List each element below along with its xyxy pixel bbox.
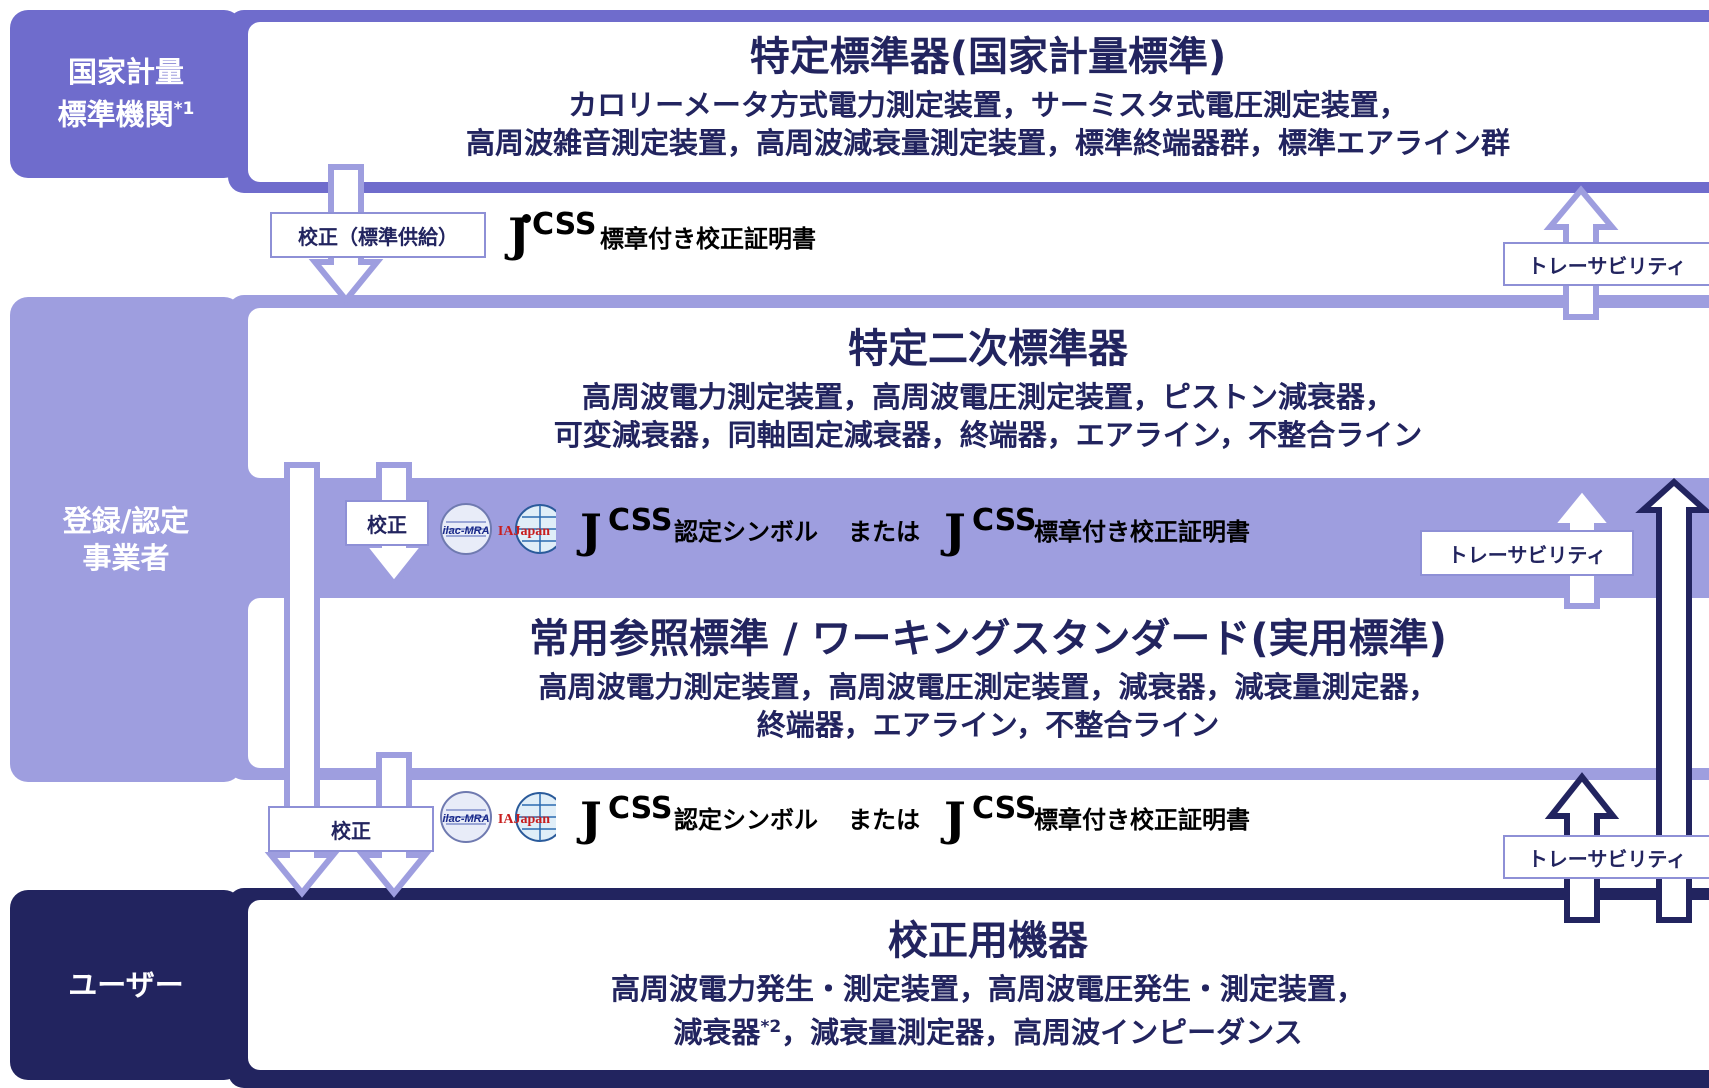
panel-secondary-standard: 特定二次標準器 高周波電力測定装置，高周波電圧測定装置，ピストン減衰器， 可変減… <box>248 308 1709 478</box>
panel-working-title: 常用参照標準 / ワーキングスタンダード(実用標準) <box>529 616 1447 662</box>
iajapan-logo: IAJapan <box>498 504 556 554</box>
panel-user-line2-pre: 減衰器 <box>673 1015 761 1050</box>
accreditation-marks-row-2: ilac-MRA IAJapan J CSS 認定シンボル または J CSS … <box>438 790 1298 843</box>
jcss-symbol-text: 認定シンボル <box>674 806 818 834</box>
panel-working-line2: 終端器，エアライン，不整合ライン <box>756 708 1220 742</box>
jcss-logo-j: J <box>580 792 602 846</box>
label-calibration-1: 校正 <box>345 500 429 546</box>
tier-user-text: ユーザー <box>68 967 184 1002</box>
panel-secondary-title: 特定二次標準器 <box>848 326 1128 372</box>
jcss-logo-css: CSS <box>972 503 1037 538</box>
panel-working-line1: 高周波電力測定装置，高周波電圧測定装置，減衰器，減衰量測定器， <box>538 670 1438 704</box>
panel-user-line2: 減衰器*2，減衰量測定器，高周波インピーダンス <box>248 1008 1709 1052</box>
jcss-logo-css: CSS <box>972 791 1037 826</box>
iajapan-logo: IAJapan <box>498 792 556 842</box>
panel-specified-line1: カロリーメータ方式電力測定装置，サーミスタ式電圧測定装置， <box>568 88 1408 122</box>
jcss-logo-j: J <box>580 504 602 558</box>
jcss-certificate-text: 標章付き校正証明書 <box>600 225 816 253</box>
panel-user-title: 校正用機器 <box>888 918 1088 964</box>
svg-text:IAJapan: IAJapan <box>498 812 550 827</box>
tier-national-footnote: *1 <box>173 99 195 120</box>
label-traceability-1: トレーサビリティ <box>1503 242 1709 286</box>
jcss-logo-css: CSS <box>608 791 673 826</box>
jcss-certificate-mark-1: J CSS 標章付き校正証明書 <box>508 207 868 262</box>
panel-secondary-line1: 高周波電力測定装置，高周波電圧測定装置，ピストン減衰器， <box>581 380 1394 414</box>
panel-specified-line2: 高周波雑音測定装置，高周波減衰量測定装置，標準終端器群，標準エアライン群 <box>465 126 1510 160</box>
tier-registered-line1: 登録/認定 <box>62 503 190 538</box>
svg-text:IAJapan: IAJapan <box>498 524 550 539</box>
label-calibration-supply: 校正（標準供給） <box>270 212 486 258</box>
jcss-logo-j: J <box>508 208 530 262</box>
panel-user-line1: 高周波電力発生・測定装置，高周波電圧発生・測定装置， <box>610 972 1365 1006</box>
label-calibration-2: 校正 <box>268 806 434 852</box>
jcss-logo-css: CSS <box>532 207 597 242</box>
panel-user-line2-post: ，減衰量測定器，高周波インピーダンス <box>781 1015 1303 1050</box>
label-traceability-2: トレーサビリティ <box>1420 530 1634 576</box>
svg-text:ilac-MRA: ilac-MRA <box>442 813 489 825</box>
tier-label-registered: 登録/認定事業者 <box>10 297 242 782</box>
panel-user-equipment: 校正用機器 高周波電力発生・測定装置，高周波電圧発生・測定装置， 減衰器*2，減… <box>248 900 1709 1070</box>
panel-user-footnote: *2 <box>760 1017 782 1037</box>
panel-specified-title: 特定標準器(国家計量標準) <box>749 34 1227 80</box>
panel-secondary-line2: 可変減衰器，同軸固定減衰器，終端器，エアライン，不整合ライン <box>553 418 1423 452</box>
jcss-logo-dot <box>522 214 531 223</box>
label-traceability-3: トレーサビリティ <box>1503 835 1709 879</box>
arrow-secondary-to-user <box>264 462 340 898</box>
svg-text:ilac-MRA: ilac-MRA <box>442 525 489 537</box>
tier-label-national: 国家計量標準機関*1 <box>10 10 242 178</box>
jcss-certificate-text: 標章付き校正証明書 <box>1034 518 1250 546</box>
ilac-mra-logo: ilac-MRA <box>440 791 492 843</box>
panel-specified-standard: 特定標準器(国家計量標準) カロリーメータ方式電力測定装置，サーミスタ式電圧測定… <box>248 22 1709 182</box>
jcss-logo-css: CSS <box>608 503 673 538</box>
accreditation-marks-row-1: ilac-MRA IAJapan J CSS 認定シンボル または J CSS … <box>438 502 1298 555</box>
tier-national-line2: 標準機関 <box>57 97 174 132</box>
jcss-logo-j: J <box>944 504 966 558</box>
or-text: または <box>848 806 920 834</box>
tier-registered-line2: 事業者 <box>82 540 170 575</box>
jcss-certificate-text: 標章付き校正証明書 <box>1034 806 1250 834</box>
ilac-mra-logo: ilac-MRA <box>440 503 492 555</box>
jcss-symbol-text: 認定シンボル <box>674 518 818 546</box>
jcss-logo-j: J <box>944 792 966 846</box>
or-text: または <box>848 518 920 546</box>
tier-national-line1: 国家計量 <box>67 55 184 90</box>
panel-working-standard: 常用参照標準 / ワーキングスタンダード(実用標準) 高周波電力測定装置，高周波… <box>248 598 1709 768</box>
tier-label-user: ユーザー <box>10 890 242 1080</box>
